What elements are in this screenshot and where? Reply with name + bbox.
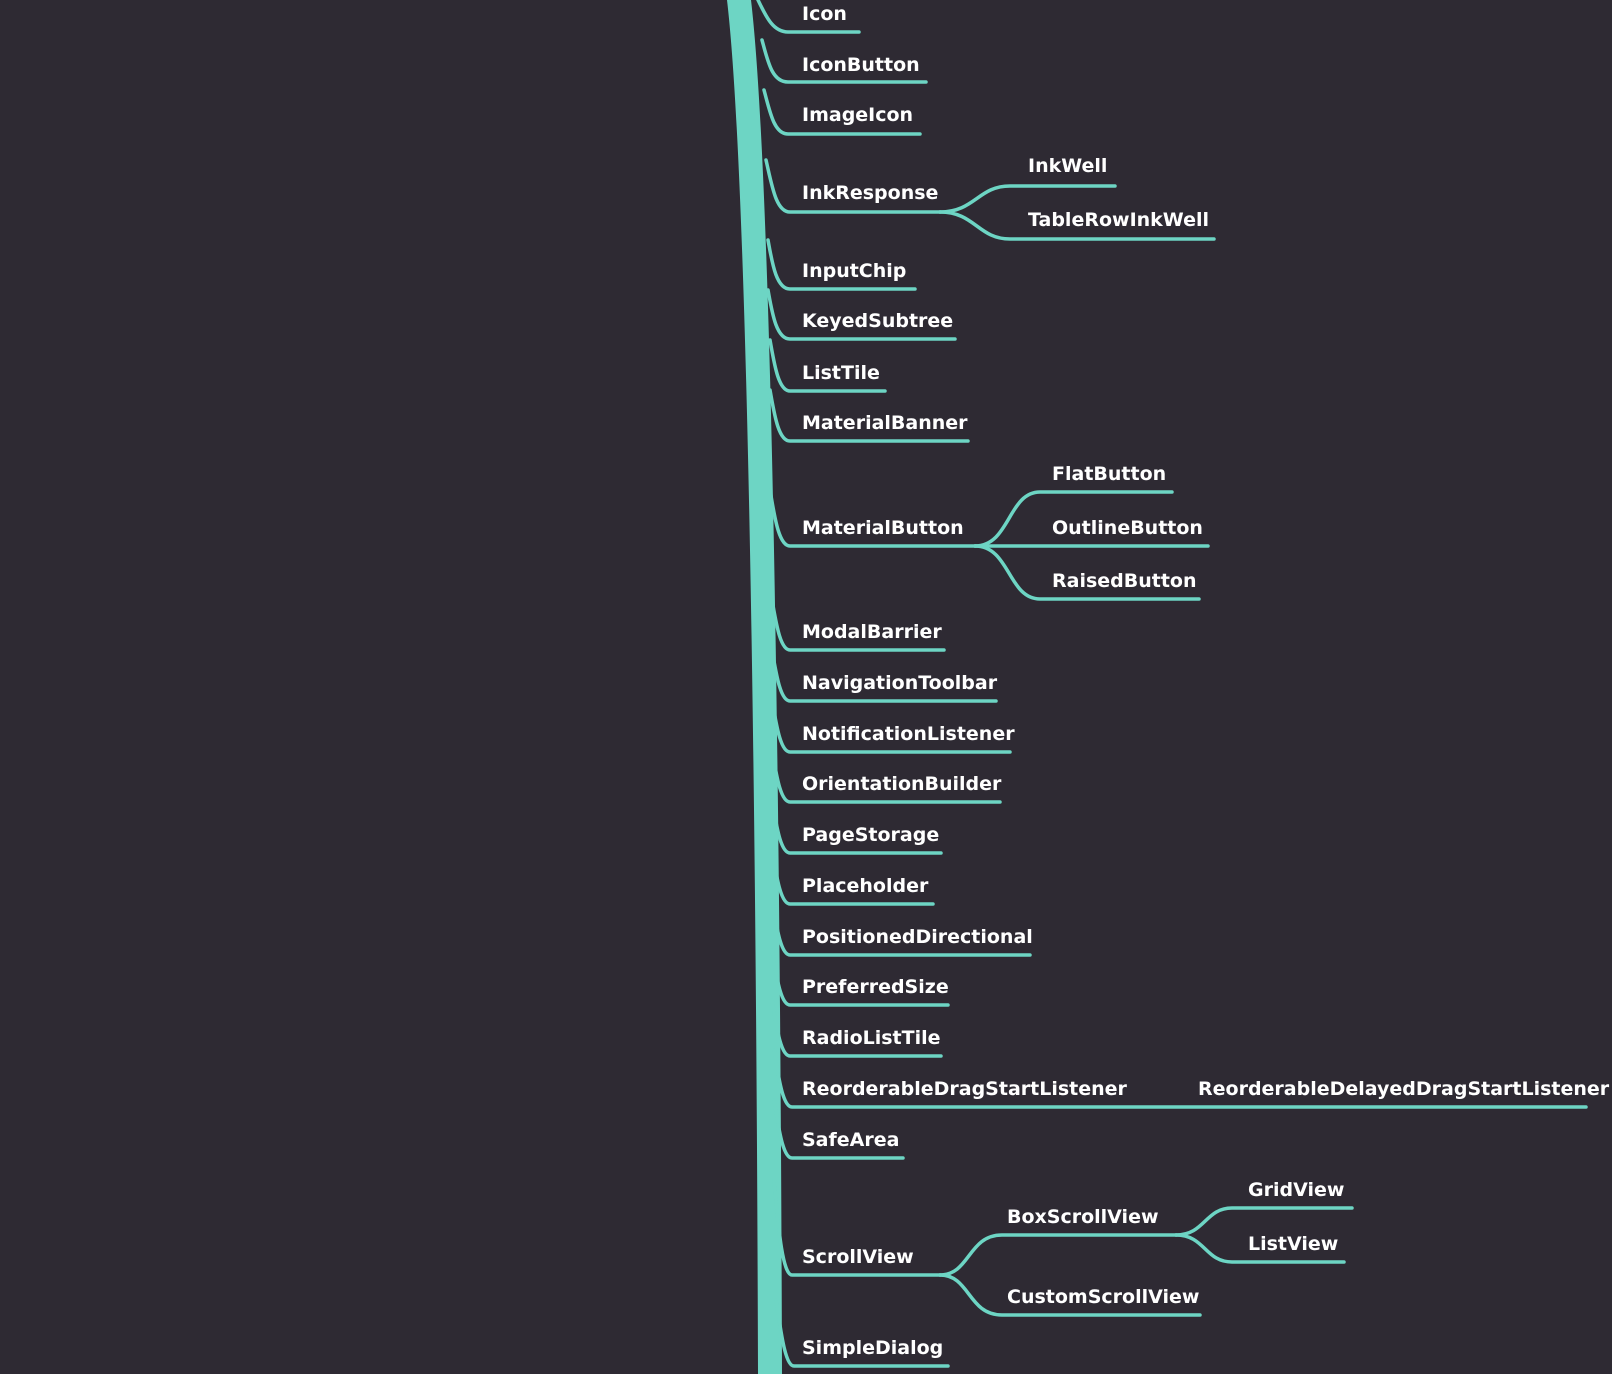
node-notificationlistener[interactable]: NotificationListener bbox=[802, 723, 1015, 745]
node-iconbutton[interactable]: IconButton bbox=[802, 54, 920, 76]
edge-materialbutton bbox=[768, 488, 977, 548]
node-inkresponse[interactable]: InkResponse bbox=[802, 182, 938, 204]
edge-inkresponse bbox=[764, 158, 942, 214]
edge-simpledialog bbox=[774, 1298, 950, 1368]
node-tablerowinkwell[interactable]: TableRowInkWell bbox=[1028, 209, 1209, 231]
edge-materialbanner bbox=[768, 388, 970, 443]
node-radiolisttile[interactable]: RadioListTile bbox=[802, 1027, 941, 1049]
node-navigationtoolbar[interactable]: NavigationToolbar bbox=[802, 672, 998, 694]
node-inkwell[interactable]: InkWell bbox=[1028, 155, 1107, 177]
edge-notificationlistener bbox=[770, 698, 1012, 754]
node-scrollview[interactable]: ScrollView bbox=[802, 1246, 914, 1268]
node-preferredsize[interactable]: PreferredSize bbox=[802, 976, 949, 998]
node-simpledialog[interactable]: SimpleDialog bbox=[802, 1337, 943, 1359]
edge-listtile bbox=[768, 338, 887, 393]
edge-tablerowinkwell bbox=[938, 210, 1216, 241]
edge-flatbutton bbox=[973, 490, 1174, 548]
edge-orientationbuilder bbox=[770, 748, 1002, 804]
edge-boxscrollview bbox=[938, 1233, 1178, 1277]
node-outlinebutton[interactable]: OutlineButton bbox=[1052, 517, 1203, 539]
edge-raisedbutton bbox=[973, 544, 1201, 601]
edge-inkwell bbox=[938, 184, 1117, 214]
edge-preferredsize bbox=[770, 948, 950, 1007]
edge-icon bbox=[756, 0, 861, 34]
node-placeholder[interactable]: Placeholder bbox=[802, 875, 929, 897]
node-flatbutton[interactable]: FlatButton bbox=[1052, 463, 1166, 485]
edge-positioneddirectional bbox=[770, 898, 1032, 957]
edge-navigationtoolbar bbox=[770, 648, 998, 703]
node-modalbarrier[interactable]: ModalBarrier bbox=[802, 621, 942, 643]
node-inputchip[interactable]: InputChip bbox=[802, 260, 906, 282]
node-materialbanner[interactable]: MaterialBanner bbox=[802, 412, 968, 434]
trunk-stem bbox=[727, 0, 782, 1374]
node-materialbutton[interactable]: MaterialButton bbox=[802, 517, 964, 539]
edge-gridview bbox=[1174, 1206, 1354, 1237]
node-reorderabledelayeddragstartlistener[interactable]: ReorderableDelayedDragStartListener bbox=[1198, 1078, 1610, 1100]
edge-placeholder bbox=[770, 848, 935, 906]
node-boxscrollview[interactable]: BoxScrollView bbox=[1007, 1206, 1159, 1228]
node-keyedsubtree[interactable]: KeyedSubtree bbox=[802, 310, 953, 332]
node-pagestorage[interactable]: PageStorage bbox=[802, 824, 939, 846]
edge-radiolisttile bbox=[770, 998, 943, 1058]
node-imageicon[interactable]: ImageIcon bbox=[802, 104, 913, 126]
node-reorderabledragstartlistener[interactable]: ReorderableDragStartListener bbox=[802, 1078, 1128, 1100]
node-raisedbutton[interactable]: RaisedButton bbox=[1052, 570, 1197, 592]
node-listview[interactable]: ListView bbox=[1248, 1233, 1338, 1255]
node-positioneddirectional[interactable]: PositionedDirectional bbox=[802, 926, 1033, 948]
node-gridview[interactable]: GridView bbox=[1248, 1179, 1344, 1201]
edge-reorderabledragstartlistener bbox=[772, 1048, 1588, 1109]
edge-customscrollview bbox=[938, 1273, 1202, 1317]
node-labels: Icon IconButton ImageIcon InkResponse In… bbox=[802, 3, 1610, 1359]
edge-inputchip bbox=[766, 238, 917, 291]
edge-modalbarrier bbox=[770, 598, 946, 652]
edge-pagestorage bbox=[770, 798, 943, 855]
node-icon[interactable]: Icon bbox=[802, 3, 847, 25]
node-orientationbuilder[interactable]: OrientationBuilder bbox=[802, 773, 1002, 795]
edge-safearea bbox=[772, 1098, 905, 1160]
edge-iconbutton bbox=[760, 38, 928, 84]
edge-scrollview bbox=[772, 1178, 942, 1277]
node-safearea[interactable]: SafeArea bbox=[802, 1129, 899, 1151]
branch-edges bbox=[756, 0, 1588, 1368]
edge-keyedsubtree bbox=[766, 288, 957, 341]
edge-imageicon bbox=[762, 88, 922, 136]
node-customscrollview[interactable]: CustomScrollView bbox=[1007, 1286, 1199, 1308]
edge-listview bbox=[1174, 1233, 1346, 1264]
node-listtile[interactable]: ListTile bbox=[802, 362, 880, 384]
